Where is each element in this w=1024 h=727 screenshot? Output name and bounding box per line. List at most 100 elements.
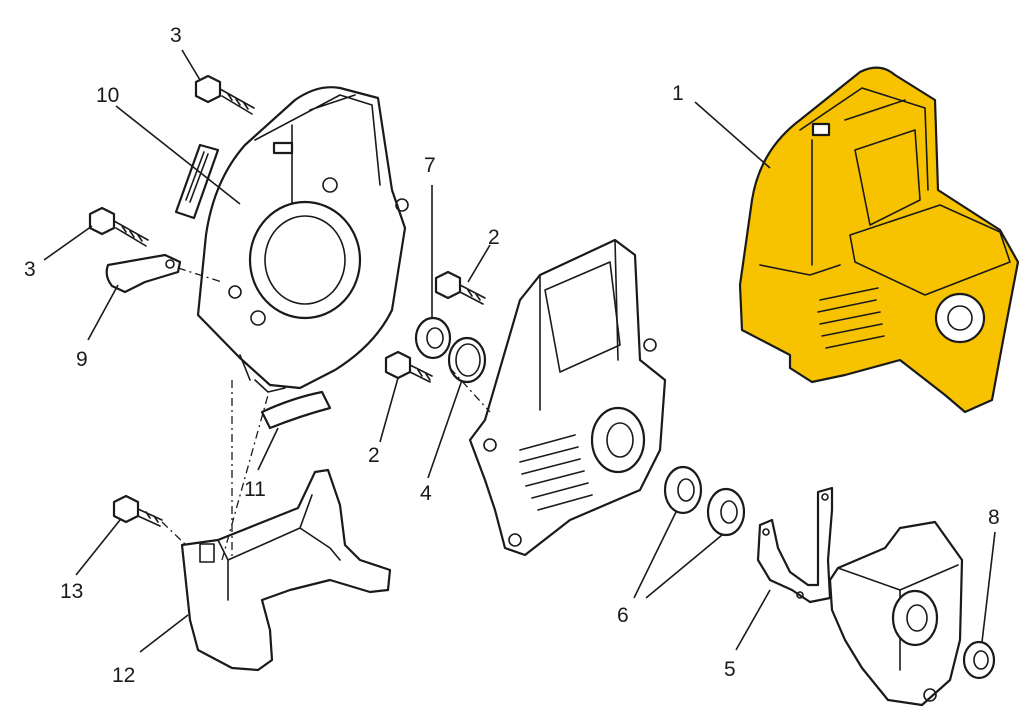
part-12-stand[interactable] bbox=[180, 468, 392, 672]
callout-12: 12 bbox=[112, 664, 135, 687]
leader-10 bbox=[115, 105, 241, 205]
part-6-bearing-2[interactable] bbox=[706, 487, 746, 537]
part-1-rim bbox=[799, 87, 929, 266]
case-bore bbox=[590, 406, 646, 474]
callout-7: 7 bbox=[424, 154, 436, 177]
part-10-opening bbox=[248, 200, 362, 320]
part-1-slot bbox=[811, 122, 831, 137]
part-1-crankcase-assembly[interactable] bbox=[738, 66, 1020, 414]
crankcase-half-center[interactable] bbox=[468, 238, 667, 557]
part-11-shim[interactable] bbox=[260, 390, 332, 430]
bolt-13-shank bbox=[137, 508, 163, 527]
bolt-13-head bbox=[112, 494, 140, 524]
case-bore-inner bbox=[606, 422, 634, 458]
bolt-2a-shank bbox=[459, 284, 486, 305]
callout-3-left: 3 bbox=[24, 258, 36, 281]
seal-8-inner bbox=[973, 650, 989, 670]
part-8-seal[interactable] bbox=[962, 640, 996, 680]
leader-9 bbox=[87, 284, 119, 341]
case-boss-3 bbox=[508, 533, 522, 547]
stand-edges bbox=[217, 494, 341, 601]
part-3-bolt-top[interactable] bbox=[194, 74, 255, 115]
leader-13 bbox=[75, 519, 121, 576]
part-1-bearing-inner bbox=[947, 305, 973, 331]
part-2-bolt-upper[interactable] bbox=[434, 270, 486, 305]
leader-4 bbox=[427, 379, 463, 479]
part-7-seal[interactable] bbox=[414, 316, 452, 360]
part-10-slot bbox=[272, 141, 294, 155]
seal-inner bbox=[426, 327, 444, 349]
part-1-webbing bbox=[759, 129, 921, 276]
callout-1: 1 bbox=[672, 82, 684, 105]
gasket-hole-1 bbox=[821, 493, 829, 501]
case-rim bbox=[539, 239, 619, 411]
gasket-hole-3 bbox=[796, 591, 804, 599]
part-10-label-decal[interactable] bbox=[174, 143, 220, 220]
leader-12 bbox=[139, 614, 189, 653]
callout-9: 9 bbox=[76, 348, 88, 371]
crankcase-half-right[interactable] bbox=[828, 520, 964, 707]
decal-text-marks bbox=[185, 151, 209, 203]
callout-10: 10 bbox=[96, 84, 119, 107]
bolt-2b-head bbox=[384, 350, 412, 380]
gasket-body bbox=[756, 486, 834, 604]
case-body bbox=[468, 238, 667, 557]
case-boss-1 bbox=[643, 338, 657, 352]
part-1-fins bbox=[817, 287, 885, 349]
bolt-3a-shank bbox=[219, 88, 255, 115]
part-10-base bbox=[239, 354, 286, 393]
leader-5 bbox=[735, 589, 771, 651]
callout-6: 6 bbox=[617, 604, 629, 627]
shim-body bbox=[260, 390, 332, 430]
bearing-1-outer bbox=[663, 465, 703, 515]
bolt-3a-head bbox=[194, 74, 222, 104]
part-10-boss-2 bbox=[395, 198, 409, 212]
bolt-2a-head bbox=[434, 270, 462, 300]
callout-3-top: 3 bbox=[170, 24, 182, 47]
part-1-bearing-bore bbox=[934, 292, 986, 344]
stand-body bbox=[180, 468, 392, 672]
bolt-2b-shank bbox=[409, 364, 433, 383]
clip-hole bbox=[165, 259, 175, 269]
callout-13: 13 bbox=[60, 580, 83, 603]
leader-1 bbox=[694, 101, 771, 169]
part-5-gasket[interactable] bbox=[756, 486, 834, 604]
leader-8 bbox=[981, 531, 996, 643]
callout-2-upper: 2 bbox=[488, 226, 500, 249]
leader-2a bbox=[467, 244, 491, 283]
alignment-line-stand-housing bbox=[221, 394, 269, 561]
bearing-2-inner bbox=[720, 500, 738, 524]
bearing-1-inner bbox=[677, 478, 695, 502]
part-10-boss-4 bbox=[228, 285, 242, 299]
part-2-bolt-lower[interactable] bbox=[384, 350, 433, 383]
ring-inner bbox=[455, 343, 481, 377]
case-right-bore bbox=[891, 589, 939, 647]
part-4-snap-ring[interactable] bbox=[447, 336, 487, 384]
leader-6b bbox=[645, 534, 723, 599]
case-right-bore-inner bbox=[906, 604, 928, 632]
case-right-boss bbox=[923, 688, 937, 702]
part-1-frame bbox=[849, 204, 1011, 296]
leader-2b bbox=[379, 377, 399, 443]
bolt-3b-shank bbox=[113, 220, 149, 247]
part-1-body bbox=[738, 66, 1020, 414]
bolt-3b-head bbox=[88, 206, 116, 236]
callout-11: 11 bbox=[244, 478, 266, 501]
part-10-fan-housing[interactable] bbox=[196, 86, 409, 393]
leader-6a bbox=[633, 511, 677, 599]
leader-3b bbox=[43, 225, 93, 261]
part-6-bearing-1[interactable] bbox=[663, 465, 703, 515]
part-13-bolt[interactable] bbox=[112, 494, 163, 527]
gasket-hole-2 bbox=[762, 528, 770, 536]
stand-tab bbox=[199, 543, 215, 563]
case-fins bbox=[519, 434, 593, 511]
seal-outer bbox=[414, 316, 452, 360]
callout-4: 4 bbox=[420, 482, 432, 505]
callout-8: 8 bbox=[988, 506, 1000, 529]
part-3-bolt-left[interactable] bbox=[88, 206, 149, 247]
part-10-boss-3 bbox=[250, 310, 266, 326]
alignment-line-bolt9-housing bbox=[177, 267, 223, 283]
case-boss-2 bbox=[483, 438, 497, 452]
